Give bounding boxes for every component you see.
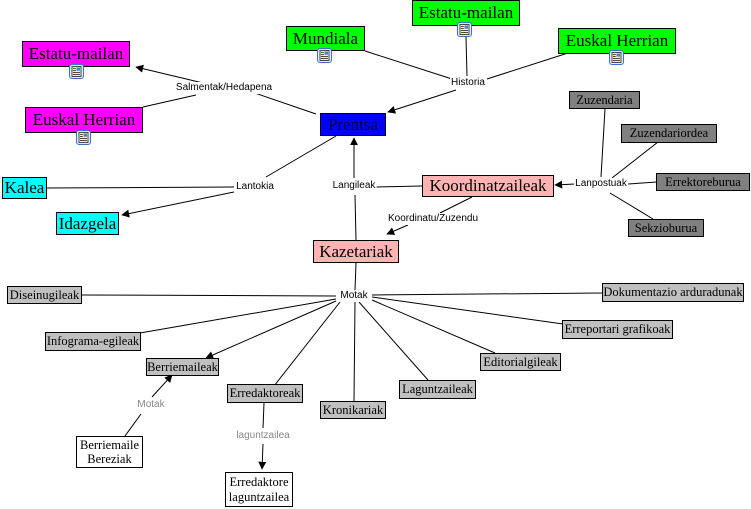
node-estatu-mailan-historia[interactable]: Estatu-mailan: [412, 0, 520, 26]
node-infograma-egileak[interactable]: Infograma-egileak: [45, 332, 141, 351]
node-label: Kronikariak: [322, 402, 384, 417]
link-label-laguntzailea[interactable]: laguntzailea: [235, 430, 291, 442]
edge-line: [486, 52, 569, 80]
node-mundiala[interactable]: Mundiala: [286, 26, 365, 51]
node-label: Prentsa: [327, 114, 379, 134]
node-dokumentazio-arduradunak[interactable]: Dokumentazio arduradunak: [602, 283, 744, 302]
node-label: Kalea: [4, 178, 45, 198]
edge-line: [554, 180, 576, 189]
link-label-langileak[interactable]: Langileak: [331, 180, 377, 192]
node-label: Koordinatzaileak: [429, 176, 547, 196]
edge-line: [371, 296, 564, 325]
edge-line: [387, 89, 457, 114]
edge-line: [609, 192, 654, 220]
node-editorialgileak[interactable]: Editorialgileak: [480, 353, 561, 371]
node-berriemaileak[interactable]: Berriemaileak: [146, 358, 219, 376]
link-label-lanpostuak[interactable]: Lanpostuak: [574, 178, 628, 190]
edge-line: [151, 374, 173, 398]
edge-line: [142, 94, 197, 108]
node-label: Estatu-mailan: [28, 44, 124, 64]
link-label-motak-berriemaileak[interactable]: Motak: [136, 399, 166, 411]
node-label: Erreportari grafikoak: [564, 322, 671, 337]
edge-line: [139, 298, 337, 334]
node-koordinatzaileak[interactable]: Koordinatzaileak: [422, 175, 554, 197]
node-kalea[interactable]: Kalea: [2, 177, 47, 199]
node-label: Erredaktoreak: [229, 386, 301, 401]
node-label: Berriemaile Bereziak: [80, 437, 139, 466]
edge-line: [121, 191, 235, 218]
node-label: Mundiala: [292, 28, 359, 48]
edge-line: [439, 196, 473, 214]
edge-line: [205, 300, 337, 359]
edge-line: [354, 194, 357, 241]
node-idazgela[interactable]: Idazgela: [56, 212, 119, 235]
edge-line: [465, 36, 468, 77]
node-zuzendaria[interactable]: Zuzendaria: [569, 91, 640, 109]
node-label: Dokumentazio arduradunak: [603, 285, 743, 300]
edge-line: [353, 301, 356, 402]
node-errektoreburua[interactable]: Errektoreburua: [656, 173, 750, 191]
node-kazetariak[interactable]: Kazetariak: [313, 240, 399, 263]
edge-line: [358, 301, 429, 381]
link-label-lantokia[interactable]: Lantokia: [235, 181, 275, 193]
node-erredaktoreak[interactable]: Erredaktoreak: [227, 384, 303, 403]
edge-line: [611, 141, 659, 179]
edge-line: [265, 135, 337, 178]
node-kronikariak[interactable]: Kronikariak: [320, 401, 386, 419]
document-image-icon[interactable]: [317, 48, 332, 63]
document-image-icon[interactable]: [69, 64, 84, 79]
edge-line: [371, 299, 496, 354]
node-label: Kazetariak: [319, 241, 393, 261]
edge-line: [354, 262, 357, 291]
document-image-icon[interactable]: [76, 130, 91, 145]
node-label: Berriemaileak: [147, 359, 218, 374]
node-label: Idazgela: [58, 213, 117, 233]
node-label: Infograma-egileak: [46, 334, 140, 349]
node-sekzioburua[interactable]: Sekzioburua: [628, 219, 704, 237]
node-euskal-herrian-salmentak[interactable]: Euskal Herrian: [25, 107, 143, 133]
edge-line: [386, 224, 409, 235]
node-label: Erredaktore laguntzailea: [228, 475, 290, 504]
link-label-salmentak-hedapena[interactable]: Salmentak/Hedapena: [174, 82, 274, 94]
edge-line: [273, 301, 341, 387]
node-label: Estatu-mailan: [418, 3, 514, 23]
edge-line: [258, 443, 267, 470]
node-zuzendariordea[interactable]: Zuzendariordea: [621, 124, 717, 143]
node-euskal-herrian-historia[interactable]: Euskal Herrian: [558, 28, 676, 54]
link-label-motak[interactable]: Motak: [339, 290, 369, 302]
document-image-icon[interactable]: [457, 22, 472, 37]
edge-line: [364, 50, 453, 80]
edge-line: [600, 108, 606, 178]
node-label: Errektoreburua: [665, 174, 741, 189]
node-label: Sekzioburua: [634, 220, 698, 235]
link-label-historia[interactable]: Historia: [450, 77, 486, 89]
node-berriemaile-bereziak[interactable]: Berriemaile Bereziak: [76, 436, 143, 468]
node-laguntzaileak[interactable]: Laguntzaileak: [399, 380, 476, 399]
node-label: Editorialgileak: [483, 354, 558, 369]
node-label: Zuzendaria: [576, 92, 633, 107]
edge-line: [45, 186, 235, 189]
edge-line: [375, 185, 423, 188]
edge-line: [124, 413, 142, 437]
node-label: Euskal Herrian: [565, 31, 669, 51]
node-diseinugileak[interactable]: Diseinugileak: [7, 286, 82, 304]
edge-line: [627, 181, 658, 185]
node-label: Diseinugileak: [9, 287, 80, 302]
node-label: Laguntzaileak: [402, 382, 473, 397]
edge-line: [245, 89, 317, 115]
node-label: Euskal Herrian: [32, 110, 136, 130]
edge-line: [262, 402, 265, 429]
document-image-icon[interactable]: [609, 50, 624, 65]
node-prentsa[interactable]: Prentsa: [320, 113, 386, 136]
node-label: Zuzendariordea: [629, 126, 709, 141]
node-erreportari-grafikoak[interactable]: Erreportari grafikoak: [562, 320, 673, 339]
edge-line: [81, 294, 337, 297]
link-label-koordinatu-zuzendu[interactable]: Koordinatu/Zuzendu: [386, 213, 480, 225]
edge-line: [371, 292, 603, 296]
node-erredaktore-laguntzailea[interactable]: Erredaktore laguntzailea: [225, 472, 293, 507]
